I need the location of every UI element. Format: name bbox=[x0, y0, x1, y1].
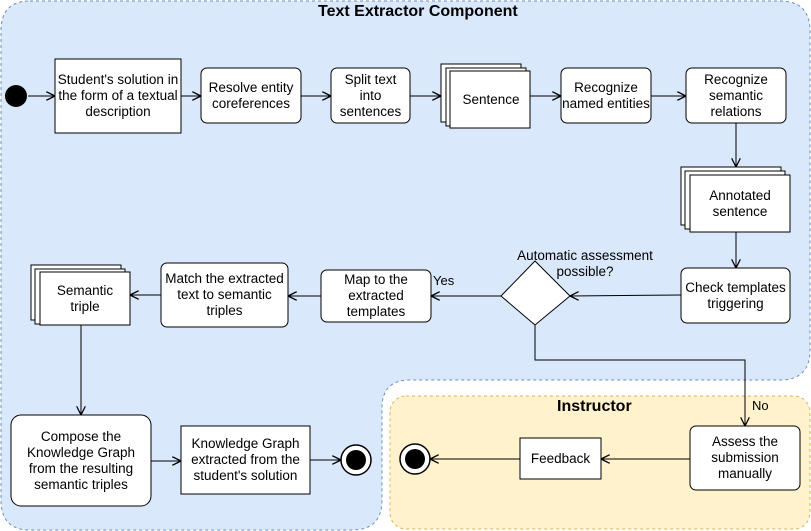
semantic-triple-label: Semantic triple bbox=[56, 282, 114, 314]
semantic-triple-stack bbox=[30, 264, 131, 326]
split-text-label: Split text into sentences bbox=[339, 71, 402, 119]
students-solution-label: Student's solution in the form of a text… bbox=[57, 72, 179, 119]
recognize-relations-label: Recognize semantic relations bbox=[704, 71, 768, 119]
end-node-extractor bbox=[340, 444, 372, 476]
text-extractor-title: Text Extractor Component bbox=[318, 3, 518, 20]
annotated-sentence-label: Annotated sentence bbox=[709, 187, 771, 219]
match-triples-label: Match the extracted text to semantic tri… bbox=[165, 271, 284, 318]
edge-label-yes: Yes bbox=[433, 273, 455, 288]
edge-decision-to-assess bbox=[534, 325, 745, 426]
end-node-instructor bbox=[399, 443, 431, 475]
check-templates-label: Check templates triggering bbox=[685, 279, 786, 311]
decision-question-label: Automatic assessment possible? bbox=[517, 248, 653, 279]
resolve-coref-label: Resolve entity coreferences bbox=[208, 79, 294, 111]
sentence-stack bbox=[440, 63, 531, 129]
start-node bbox=[5, 85, 27, 107]
map-templates-label: Map to the extracted templates bbox=[344, 272, 408, 319]
assess-manually-label: Assess the submission manually bbox=[711, 434, 779, 481]
compose-kg-label: Compose the Knowledge Graph from the res… bbox=[26, 428, 136, 492]
edges bbox=[28, 96, 745, 461]
annotated-sentence-stack bbox=[680, 166, 791, 233]
edge-check-to-decision bbox=[570, 295, 682, 296]
feedback-label: Feedback bbox=[530, 450, 591, 466]
kg-extracted-label: Knowledge Graph extracted from the stude… bbox=[191, 436, 300, 483]
kg-extracted-box bbox=[180, 425, 311, 495]
recognize-entities-label: Recognize named entities bbox=[562, 79, 650, 111]
sentence-label: Sentence bbox=[462, 91, 520, 107]
edge-label-no: No bbox=[752, 398, 769, 413]
instructor-title: Instructor bbox=[557, 398, 632, 415]
